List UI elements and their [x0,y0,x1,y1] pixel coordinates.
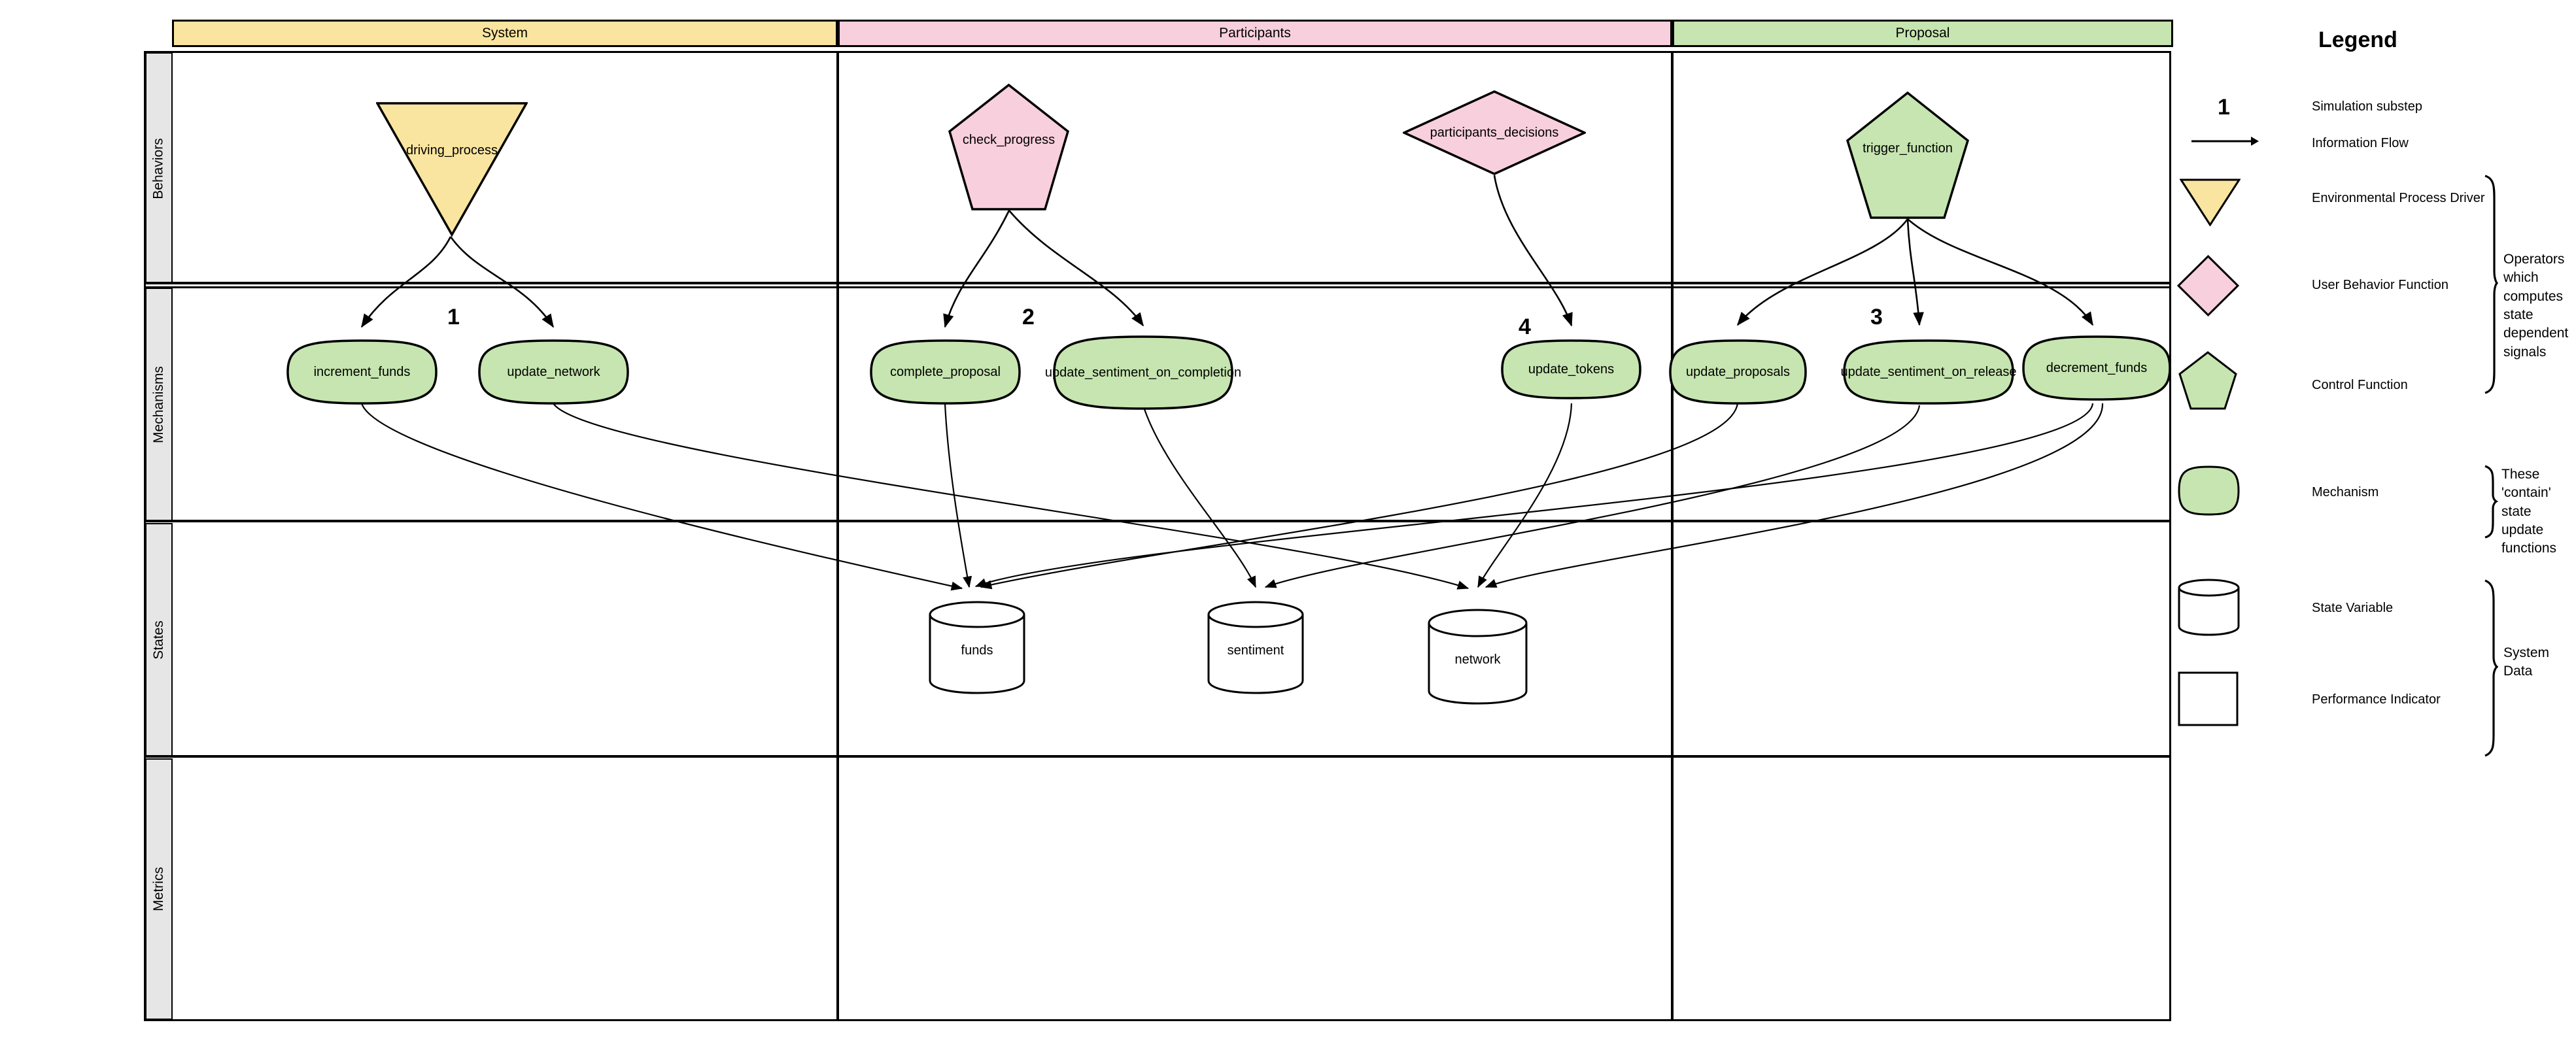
state-node-network[interactable]: network [1427,608,1528,706]
brace-text-operators: Operators which computes state dependent… [2503,252,2569,360]
behavior-node-label: check_progress [962,133,1056,147]
substep-number-3: 3 [1870,305,1883,329]
cylinder-icon [1428,609,1528,705]
column-header-label: Proposal [1895,25,1950,41]
mechanism-shape-icon [286,339,438,405]
legend-glyph-diamond [2176,254,2240,317]
row-divider-behaviors-mechanisms-2 [145,286,2170,288]
mechanism-node-label: update_proposals [1685,365,1790,379]
legend-label-state-variable: State Variable [2312,601,2394,615]
row-label-text: Metrics [151,867,167,911]
brace-text-system-data: System Data [2503,645,2550,679]
row-label-text: Mechanisms [151,365,166,443]
behavior-node-trigger-function[interactable]: trigger_function [1846,92,1969,219]
legend-glyph-rectangle [2178,671,2239,726]
mechanism-shape-icon [2178,465,2240,516]
behavior-node-driving-process[interactable]: driving_process [376,101,528,237]
mechanism-shape-icon [478,339,629,405]
mechanism-node-label: update_sentiment_on_completion [1044,365,1242,380]
mechanism-node-decrement-funds[interactable]: decrement_funds [2022,335,2171,401]
row-label-mechanisms: Mechanisms [145,288,173,521]
column-header-label: Participants [1219,25,1291,41]
mechanism-node-update-proposals[interactable]: update_proposals [1669,339,1807,405]
cylinder-icon [1207,601,1304,694]
mechanism-shape-icon [1669,339,1807,405]
mechanism-node-update-network[interactable]: update_network [478,339,629,405]
cylinder-icon [929,601,1025,694]
triangle-down-icon [2179,178,2241,227]
legend-glyph-pentagon [2178,351,2237,410]
legend-label-mechanism: Mechanism [2312,485,2379,499]
legend-label-environmental-process-driver: Environmental Process Driver [2312,191,2485,205]
brace-mechanisms [2484,465,2498,539]
row-label-metrics: Metrics [145,758,173,1020]
substep-number-1: 1 [447,305,460,329]
brace-text-mechanisms: These 'contain' state update functions [2501,467,2557,556]
legend-glyph-triangle-down [2179,178,2241,227]
column-header-label: System [481,25,528,41]
diamond-icon [1403,90,1586,175]
column-divider-system-participants [836,51,839,1021]
column-header-proposal: Proposal [1672,20,2173,47]
column-divider-participants-proposal [1671,51,1674,1021]
column-header-participants: Participants [838,20,1672,47]
mechanism-shape-icon [1501,339,1641,399]
legend-label-user-behavior-function: User Behavior Function [2312,278,2448,292]
legend-glyph-substep-number: 1 [2218,95,2230,120]
cylinder-icon [2178,579,2240,636]
mechanism-node-label: update_network [507,365,600,379]
state-node-label: funds [961,643,993,658]
legend-title: Legend [2318,27,2397,52]
mechanism-node-update-sentiment-on-completion[interactable]: update_sentiment_on_completion [1045,335,1241,411]
mechanism-node-label: decrement_funds [2046,361,2148,375]
row-divider-behaviors-mechanisms [145,282,2170,284]
behavior-node-label: trigger_function [1863,141,1953,156]
row-label-text: States [151,620,167,660]
mechanism-shape-icon [870,339,1021,405]
state-node-label: sentiment [1227,643,1284,658]
brace-operators [2484,175,2498,394]
row-label-behaviors: Behaviors [145,52,173,284]
behavior-node-check-progress[interactable]: check_progress [948,84,1069,211]
row-divider-mechanisms-states [145,520,2170,522]
pentagon-icon [948,84,1069,211]
diamond-icon [2176,254,2240,317]
legend-label-information-flow: Information Flow [2312,136,2409,150]
pentagon-icon [2178,351,2237,410]
mechanism-shape-icon [1843,339,2014,405]
row-divider-states-metrics [145,755,2170,758]
behavior-node-label: participants_decisions [1430,126,1559,140]
legend-glyph-arrow [2191,134,2259,148]
triangle-down-icon [376,102,528,237]
state-node-sentiment[interactable]: sentiment [1207,600,1305,695]
mechanism-node-label: update_tokens [1528,362,1615,377]
substep-number-4: 4 [1519,314,1531,339]
column-header-system: System [172,20,838,47]
rectangle-icon [2178,671,2239,726]
mechanism-shape-icon [2022,335,2171,401]
legend-label-performance-indicator: Performance Indicator [2312,692,2441,707]
mechanism-node-label: increment_funds [313,365,411,379]
legend-glyph-mechanism [2178,465,2240,516]
row-label-text: Behaviors [151,137,167,199]
arrow-icon [2191,137,2259,146]
row-label-states: States [145,523,173,756]
legend-label-control-function: Control Function [2312,378,2408,392]
state-node-funds[interactable]: funds [928,600,1026,695]
mechanism-node-update-sentiment-on-release[interactable]: update_sentiment_on_release [1840,339,2017,405]
legend-glyph-cylinder [2178,579,2240,636]
behavior-node-participants-decisions[interactable]: participants_decisions [1403,90,1586,175]
brace-system-data [2484,579,2498,757]
substep-number-2: 2 [1022,305,1035,329]
legend-label-simulation-substep: Simulation substep [2312,99,2422,114]
mechanism-node-increment-funds[interactable]: increment_funds [286,339,438,405]
mechanism-node-complete-proposal[interactable]: complete_proposal [870,339,1021,405]
mechanism-node-label: update_sentiment_on_release [1840,365,2017,379]
mechanism-node-label: complete_proposal [890,365,1001,379]
mechanism-node-update-tokens[interactable]: update_tokens [1501,339,1641,400]
pentagon-icon [1846,92,1969,219]
state-node-label: network [1454,652,1501,667]
behavior-node-label: driving_process [405,143,498,158]
